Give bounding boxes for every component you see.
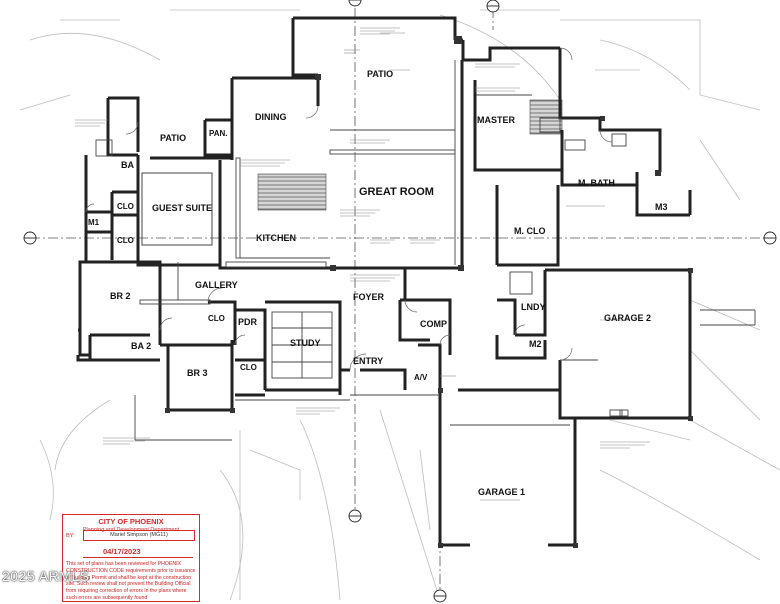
stamp-date: 04/17/2023 — [103, 547, 141, 556]
room-label-gallery: GALLERY — [195, 280, 238, 290]
room-label-av: A/V — [414, 373, 428, 382]
stamp-by-label: BY: — [66, 533, 75, 539]
room-label-guest-suite: GUEST SUITE — [152, 203, 213, 213]
approval-stamp: CITY OF PHOENIX Planning and Development… — [62, 514, 200, 602]
grid-markers — [23, 0, 777, 603]
room-label-lndy: LNDY — [521, 302, 546, 312]
room-label-garage2: GARAGE 2 — [604, 313, 652, 323]
room-label-garage1: GARAGE 1 — [478, 487, 526, 497]
room-label-patio-left: PATIO — [160, 133, 187, 143]
room-label-m1: M1 — [88, 218, 100, 227]
room-label-kitchen: KITCHEN — [256, 233, 296, 243]
room-label-foyer: FOYER — [353, 292, 385, 302]
room-label-comp: COMP — [420, 319, 447, 329]
room-label-entry: ENTRY — [353, 356, 384, 366]
dining-ceiling-hatch — [257, 173, 327, 211]
room-label-ba2: BA 2 — [131, 341, 152, 351]
room-label-br2: BR 2 — [110, 291, 131, 301]
room-label-pantry: PAN. — [209, 129, 228, 138]
room-label-br3: BR 3 — [187, 368, 208, 378]
room-label-bath-a: BA — [121, 160, 134, 170]
room-label-closet-gallery: CLO — [208, 314, 225, 323]
room-label-great-room: GREAT ROOM — [359, 186, 434, 198]
stamp-divider — [83, 557, 193, 558]
room-label-closet-m1: CLO — [117, 236, 134, 245]
stamp-reviewer: Mariel Simpson (MG11) — [83, 530, 195, 541]
stamp-city: CITY OF PHOENIX — [98, 517, 164, 526]
annotation-marks — [75, 27, 650, 501]
interior-lines — [95, 60, 756, 441]
room-label-m2: M2 — [529, 339, 542, 349]
room-label-closet-guest: CLO — [117, 202, 134, 211]
room-label-master-closet: M. CLO — [514, 226, 546, 236]
door-swings — [85, 47, 613, 371]
site-lines — [19, 9, 780, 601]
master-ceiling-hatch — [529, 99, 563, 135]
room-label-patio-top: PATIO — [367, 69, 394, 79]
watermark: 2025 ARMLS — [2, 568, 90, 584]
room-label-master-bath: M. BATH — [578, 178, 615, 188]
room-label-dining: DINING — [255, 112, 287, 122]
columns — [165, 36, 693, 548]
room-label-m3: M3 — [655, 202, 668, 212]
stamp-disclaimer: This set of plans has been reviewed for … — [66, 561, 196, 601]
room-label-closet-br3: CLO — [240, 363, 257, 372]
room-label-study: STUDY — [290, 338, 321, 348]
room-label-master: MASTER — [477, 115, 515, 125]
room-label-pdr: PDR — [238, 317, 258, 327]
walls — [76, 16, 692, 547]
